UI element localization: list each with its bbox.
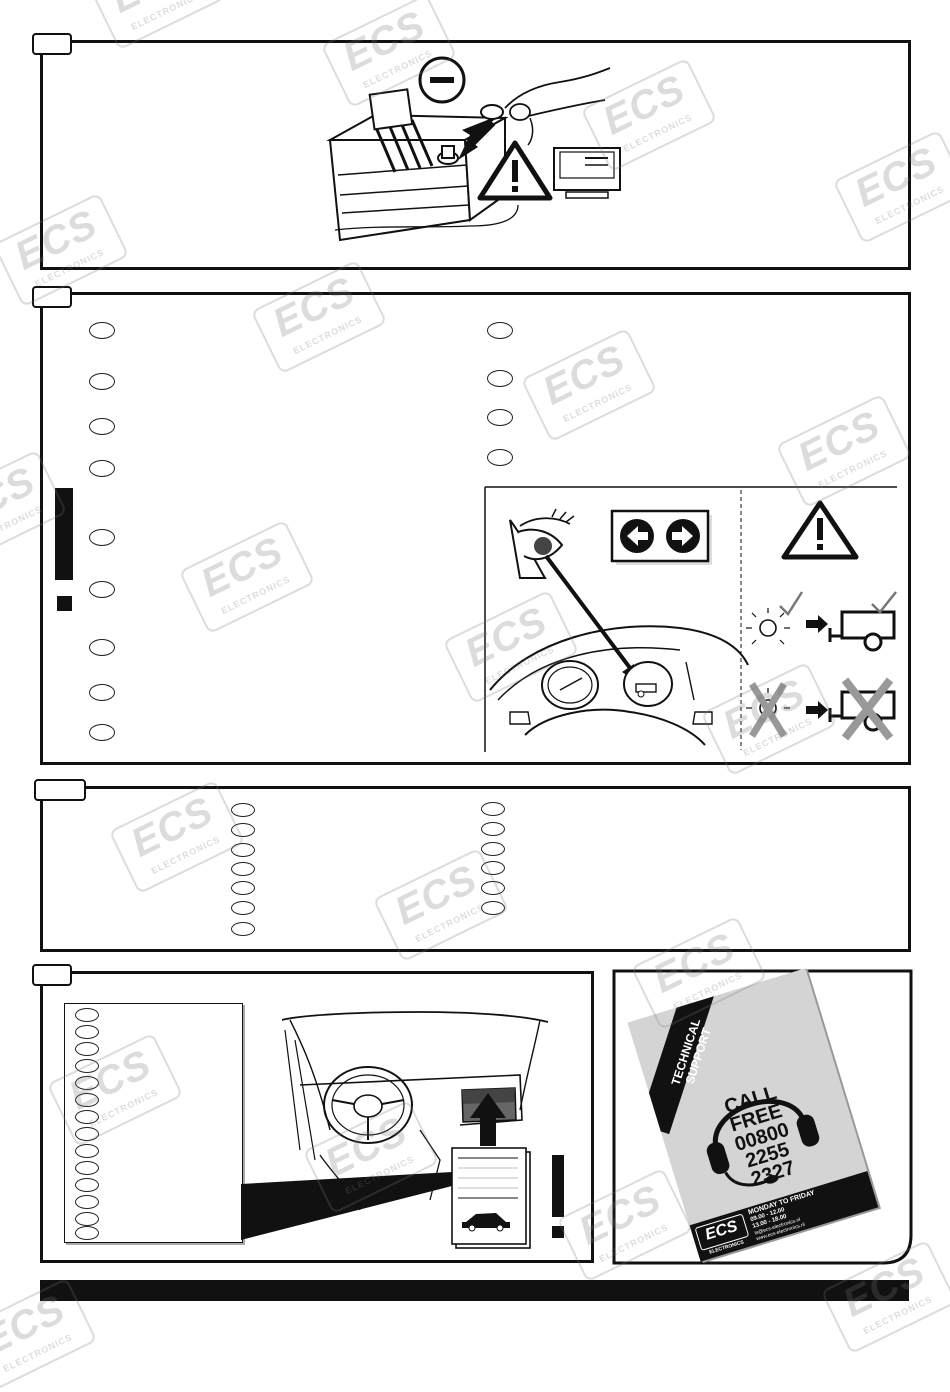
list-item-marker	[75, 1025, 99, 1039]
list-item-marker	[481, 802, 505, 816]
list-item-marker	[481, 881, 505, 895]
footer-bar	[40, 1280, 909, 1301]
list-item-marker	[75, 1076, 99, 1090]
list-item-marker	[89, 529, 115, 546]
list-item-marker	[75, 1127, 99, 1141]
step-tab-3	[34, 779, 86, 801]
list-item-marker	[231, 803, 255, 817]
list-item-marker	[75, 1042, 99, 1056]
step-tab-4	[32, 964, 72, 986]
list-item-marker	[89, 418, 115, 435]
list-item-marker	[481, 842, 505, 856]
step-tab-1	[32, 33, 72, 55]
list-item-marker	[75, 1093, 99, 1107]
list-item-marker	[231, 862, 255, 876]
list-item-marker	[89, 724, 115, 741]
list-item-marker	[89, 684, 115, 701]
technical-support-poster: TECHNICAL SUPPORT CALL FREE 00800 2255 2…	[627, 968, 879, 1262]
list-item-marker	[89, 373, 115, 390]
list-item-marker	[231, 922, 255, 936]
panel-wiring-list	[40, 786, 911, 952]
list-item-marker	[487, 370, 513, 387]
list-item-marker	[75, 1144, 99, 1158]
list-item-marker	[75, 1161, 99, 1175]
list-item-marker	[481, 861, 505, 875]
list-item-marker	[89, 581, 115, 598]
list-item-marker	[231, 843, 255, 857]
glovebox-illustration	[241, 1011, 564, 1249]
list-item-marker	[75, 1008, 99, 1022]
list-item-marker	[231, 823, 255, 837]
list-item-marker	[231, 881, 255, 895]
indicator-check-illustration	[484, 486, 897, 752]
list-item-marker	[487, 409, 513, 426]
battery-illustration	[326, 56, 621, 242]
list-item-marker	[75, 1212, 99, 1226]
list-item-marker	[231, 901, 255, 915]
list-item-marker	[481, 822, 505, 836]
step-tab-2	[32, 286, 72, 308]
list-item-marker	[89, 639, 115, 656]
headset-icon	[683, 1052, 833, 1202]
list-item-marker	[75, 1178, 99, 1192]
list-item-marker	[89, 322, 115, 339]
list-item-marker	[75, 1110, 99, 1124]
list-item-marker	[487, 322, 513, 339]
panel-function-checklist	[40, 292, 911, 765]
list-item-marker	[75, 1059, 99, 1073]
list-item-marker	[75, 1195, 99, 1209]
list-item-marker	[481, 901, 505, 915]
warning-exclamation-dot	[57, 596, 72, 611]
list-item-marker	[89, 460, 115, 477]
warning-exclamation-large	[55, 488, 73, 580]
list-item-marker	[487, 449, 513, 466]
list-item-marker	[75, 1226, 99, 1240]
